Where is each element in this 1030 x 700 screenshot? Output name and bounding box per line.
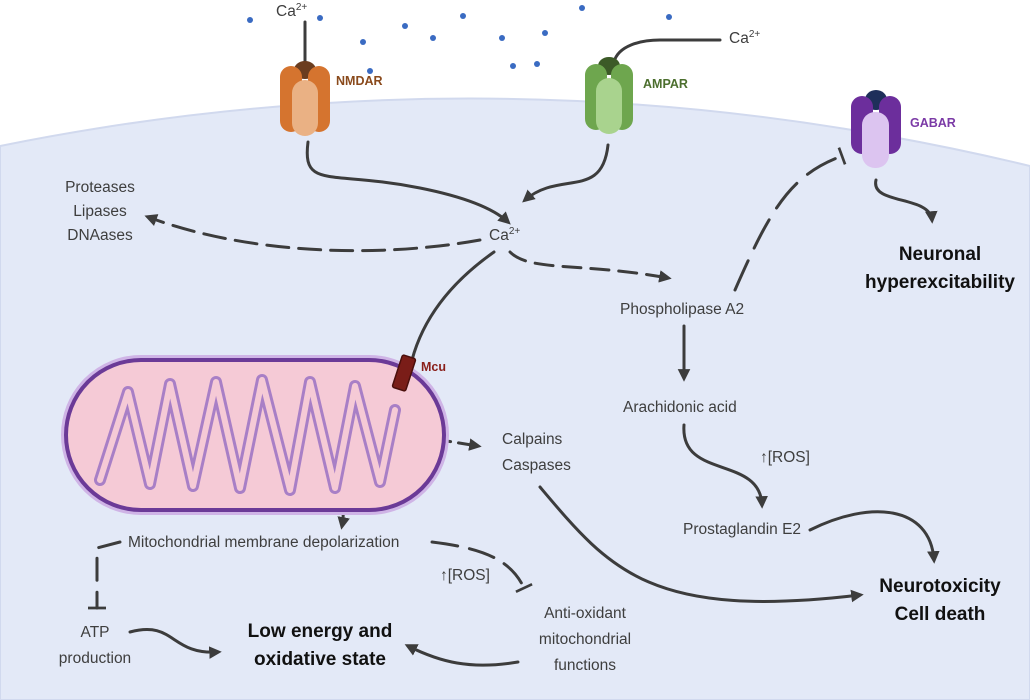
mcu-transporter [391, 354, 417, 392]
calcium-dot [402, 23, 408, 29]
arrow-nmdar-to-calcium [305, 140, 511, 225]
neuron-cytoplasm [0, 97, 1030, 700]
calcium-dot [579, 5, 585, 11]
arrow-ampar-to-calcium [522, 143, 610, 203]
nmdar-calcium-ion: Ca2+ [276, 2, 307, 21]
ampar-receptor [585, 57, 633, 134]
nmdar-receptor [280, 61, 330, 136]
phospholipase-a2-label: Phospholipase A2 [620, 301, 745, 318]
inhibit-depolarization-to-atp [88, 540, 122, 610]
calcium-dot [542, 30, 548, 36]
ros-right-label: ↑[ROS] [760, 449, 810, 466]
calpains-label: Calpains [502, 431, 563, 448]
antioxidant-line1: Anti-oxidant [544, 605, 626, 622]
mitochondrial-depolarization-label: Mitochondrial membrane depolarization [128, 534, 400, 551]
proteases-label: Proteases [65, 179, 135, 196]
arrow-antioxidant-to-low-energy [404, 644, 520, 667]
low-energy-line1: Low energy and [247, 621, 393, 642]
arrow-calcium-to-phospholipase [508, 250, 672, 283]
dnaases-label: DNAases [67, 227, 133, 244]
ros-left-label: ↑[ROS] [440, 567, 490, 584]
neuronal-outcome-line1: Neuronal [898, 244, 982, 265]
calcium-dot [360, 39, 366, 45]
arrow-atp-to-low-energy [128, 628, 222, 659]
calcium-dot [247, 17, 253, 23]
atp-line2: production [58, 650, 132, 667]
arachidonic-acid-label: Arachidonic acid [623, 399, 737, 416]
neurotoxicity-line2: Cell death [894, 604, 986, 625]
cytosolic-calcium-ion: Ca2+ [489, 226, 520, 245]
nmdar-label: NMDAR [336, 74, 383, 88]
antioxidant-line2: mitochondrial [538, 631, 632, 648]
arrow-caspases-to-neurotoxicity [538, 485, 864, 603]
gabar-receptor [851, 90, 901, 168]
calcium-dot [534, 61, 540, 67]
calcium-dot [367, 68, 373, 74]
arrow-gabar-to-hyperexcitability [874, 178, 938, 224]
arrow-calcium-to-enzymes [144, 214, 482, 253]
prostaglandin-e2-label: Prostaglandin E2 [683, 521, 802, 538]
ion-charge: 2+ [748, 29, 761, 40]
atp-line1: ATP [80, 624, 110, 641]
ion-symbol: Ca [729, 30, 749, 47]
ampar-label: AMPAR [643, 77, 688, 91]
mcu-label: Mcu [421, 360, 446, 374]
mitochondrion [61, 355, 449, 515]
arrow-calcium-to-mitochondrion [410, 250, 496, 362]
antioxidant-line3: functions [553, 657, 617, 674]
ion-symbol: Ca [489, 227, 509, 244]
neurotoxicity-line1: Neurotoxicity [879, 576, 1001, 597]
lipases-label: Lipases [73, 203, 127, 220]
caspases-label: Caspases [502, 457, 571, 474]
ion-charge: 2+ [295, 2, 308, 13]
ampar-calcium-ion: Ca2+ [729, 29, 760, 48]
calcium-dot [430, 35, 436, 41]
ampar-ion-channel-line [612, 38, 722, 64]
gabar-label: GABAR [910, 116, 956, 130]
calcium-dot [317, 15, 323, 21]
calcium-dot [499, 35, 505, 41]
inhibit-depolarization-to-antioxidant [430, 540, 533, 594]
ion-charge: 2+ [508, 226, 521, 237]
arrow-arachidonic-to-prostaglandin [682, 423, 768, 509]
calcium-dot [460, 13, 466, 19]
calcium-dot [666, 14, 672, 20]
arrow-prostaglandin-to-neurotoxicity [808, 510, 940, 564]
calcium-dot [510, 63, 516, 69]
low-energy-line2: oxidative state [254, 649, 386, 670]
inhibit-phospholipase-to-gabar [733, 147, 847, 292]
ion-symbol: Ca [276, 3, 296, 20]
neuronal-outcome-line2: hyperexcitability [865, 272, 1015, 293]
